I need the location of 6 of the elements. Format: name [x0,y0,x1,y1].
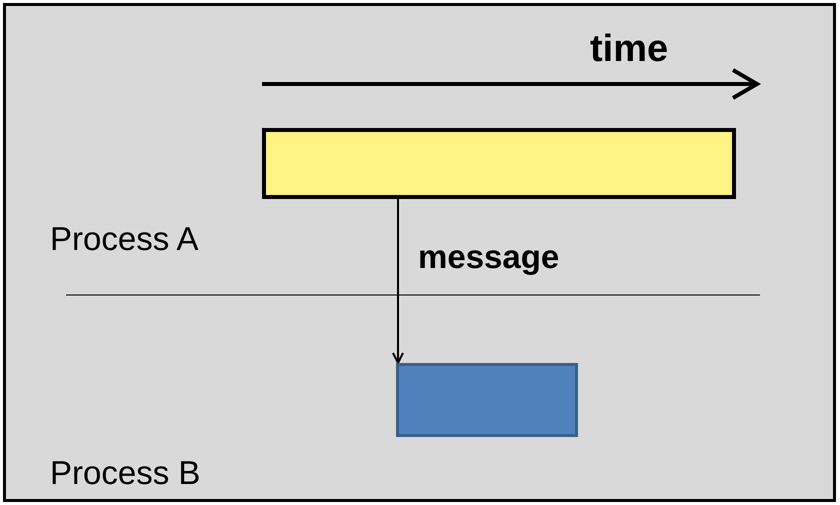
process-box [396,363,578,437]
lane-label: Process B [50,453,200,493]
lane-label: Process A [50,219,199,259]
arrow [392,199,404,364]
axis-label: time [590,27,668,72]
timeline-bar [262,128,736,199]
